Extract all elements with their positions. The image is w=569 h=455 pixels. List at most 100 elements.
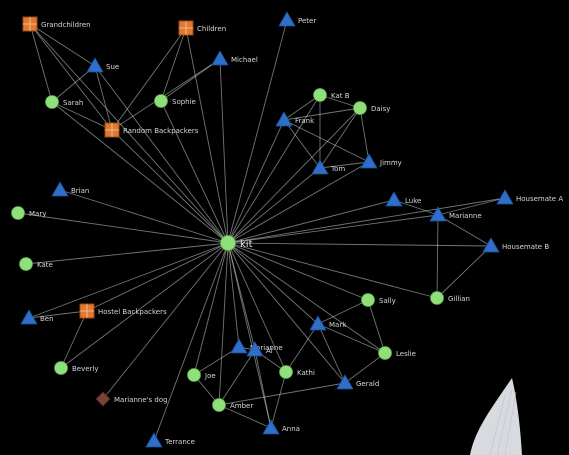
node-brian[interactable]: Brian: [51, 181, 89, 197]
edge-kit-al: [227, 242, 256, 351]
node-ben[interactable]: Ben: [20, 309, 54, 325]
circle-node-marker[interactable]: [279, 365, 293, 379]
node-label: Luke: [405, 197, 421, 205]
circle-node-marker[interactable]: [378, 346, 392, 360]
circle-node-marker[interactable]: [19, 257, 33, 271]
node-label: Housemate B: [502, 243, 549, 251]
circle-node-marker[interactable]: [212, 398, 226, 412]
node-michael[interactable]: Michael: [211, 50, 258, 66]
triangle-node-marker[interactable]: [360, 153, 378, 169]
edge-kit-ben: [28, 242, 229, 319]
circle-node-marker[interactable]: [54, 361, 68, 375]
triangle-node-marker[interactable]: [20, 309, 38, 325]
node-label: Children: [197, 25, 226, 33]
edge-kit-housemate_a: [227, 197, 506, 244]
triangle-node-marker[interactable]: [211, 50, 229, 66]
edge-kit-sally: [227, 242, 369, 301]
node-joe[interactable]: Joe: [187, 368, 216, 382]
triangle-node-marker[interactable]: [230, 338, 248, 354]
node-tom[interactable]: Tom: [311, 159, 345, 175]
triangle-node-marker[interactable]: [262, 419, 280, 435]
edge-kathi-anna: [270, 371, 287, 429]
node-mary[interactable]: Mary: [11, 206, 47, 220]
circle-node-marker[interactable]: [361, 293, 375, 307]
triangle-node-marker[interactable]: [496, 189, 514, 205]
node-label: Sophie: [172, 98, 196, 106]
node-label: Gillian: [448, 295, 470, 303]
node-label: Leslie: [396, 350, 416, 358]
edges-layer: [17, 19, 506, 442]
diamond-node-marker[interactable]: [95, 391, 111, 407]
node-label: Peter: [298, 17, 316, 25]
circle-node-marker[interactable]: [187, 368, 201, 382]
circle-node-marker[interactable]: [220, 235, 236, 251]
circle-node-marker[interactable]: [353, 101, 367, 115]
node-label: Grandchildren: [41, 21, 91, 29]
node-leslie[interactable]: Leslie: [378, 346, 416, 360]
node-kate[interactable]: Kate: [19, 257, 53, 271]
node-peter[interactable]: Peter: [278, 11, 316, 27]
node-amber[interactable]: Amber: [212, 398, 254, 412]
triangle-node-marker[interactable]: [482, 237, 500, 253]
node-sarah[interactable]: Sarah: [45, 95, 84, 109]
circle-node-marker[interactable]: [154, 94, 168, 108]
node-sophie[interactable]: Sophie: [154, 94, 196, 108]
node-kat_b[interactable]: Kat B: [313, 88, 350, 102]
triangle-node-marker[interactable]: [51, 181, 69, 197]
triangle-node-marker[interactable]: [86, 57, 104, 73]
triangle-node-marker[interactable]: [309, 315, 327, 331]
circle-node-marker[interactable]: [11, 206, 25, 220]
node-anna[interactable]: Anna: [262, 419, 300, 435]
edge-grandchildren-random_backpackers: [29, 23, 113, 131]
node-hostel_backpackers[interactable]: Hostel Backpackers: [79, 303, 167, 319]
node-al[interactable]: Al: [246, 341, 273, 357]
edge-kit-peter: [227, 19, 288, 244]
node-kathi[interactable]: Kathi: [279, 365, 315, 379]
triangle-node-marker[interactable]: [275, 111, 293, 127]
node-gillian[interactable]: Gillian: [430, 291, 470, 305]
edge-kit-daisy: [227, 107, 361, 244]
edge-kit-gillian: [227, 242, 438, 299]
edge-kit-gerald: [227, 242, 346, 384]
node-housemate_b[interactable]: Housemate B: [482, 237, 549, 253]
node-marianne2[interactable]: Marianne: [429, 206, 482, 222]
node-grandchildren[interactable]: Grandchildren: [22, 16, 91, 32]
node-daisy[interactable]: Daisy: [353, 101, 391, 115]
node-label: Mary: [29, 210, 46, 218]
node-marianne[interactable]: Marianne: [230, 338, 283, 354]
node-label: Sally: [379, 297, 396, 305]
triangle-node-marker[interactable]: [145, 432, 163, 448]
edge-amber-anna: [218, 404, 272, 429]
edge-kit-children: [185, 27, 229, 244]
circle-node-marker[interactable]: [430, 291, 444, 305]
circle-node-marker[interactable]: [313, 88, 327, 102]
triangle-node-marker[interactable]: [246, 341, 264, 357]
node-label: Housemate A: [516, 195, 563, 203]
node-children[interactable]: Children: [178, 20, 226, 36]
node-mark[interactable]: Mark: [309, 315, 347, 331]
node-kit[interactable]: kit: [220, 235, 253, 251]
edge-kit-jimmy: [227, 161, 370, 244]
triangle-node-marker[interactable]: [385, 191, 403, 207]
node-luke[interactable]: Luke: [385, 191, 421, 207]
node-beverly[interactable]: Beverly: [54, 361, 99, 375]
edge-kit-kat_b: [227, 94, 321, 244]
node-jimmy[interactable]: Jimmy: [360, 153, 402, 169]
node-random_backpackers[interactable]: Random Backpackers: [104, 122, 199, 138]
edge-sarah-random_backpackers: [51, 101, 113, 131]
triangle-node-marker[interactable]: [311, 159, 329, 175]
node-housemate_a[interactable]: Housemate A: [496, 189, 563, 205]
node-marianne_s_dog[interactable]: Marianne's dog: [95, 391, 168, 407]
triangle-node-marker[interactable]: [336, 374, 354, 390]
node-label: Beverly: [72, 365, 99, 373]
node-frank[interactable]: Frank: [275, 111, 315, 127]
edge-kit-beverly: [60, 242, 229, 369]
circle-node-marker[interactable]: [45, 95, 59, 109]
node-sally[interactable]: Sally: [361, 293, 396, 307]
node-label: Mark: [329, 321, 347, 329]
triangle-node-marker[interactable]: [278, 11, 296, 27]
node-sue[interactable]: Sue: [86, 57, 119, 73]
triangle-node-marker[interactable]: [429, 206, 447, 222]
node-gerald[interactable]: Gerald: [336, 374, 379, 390]
node-terrance[interactable]: Terrance: [145, 432, 195, 448]
